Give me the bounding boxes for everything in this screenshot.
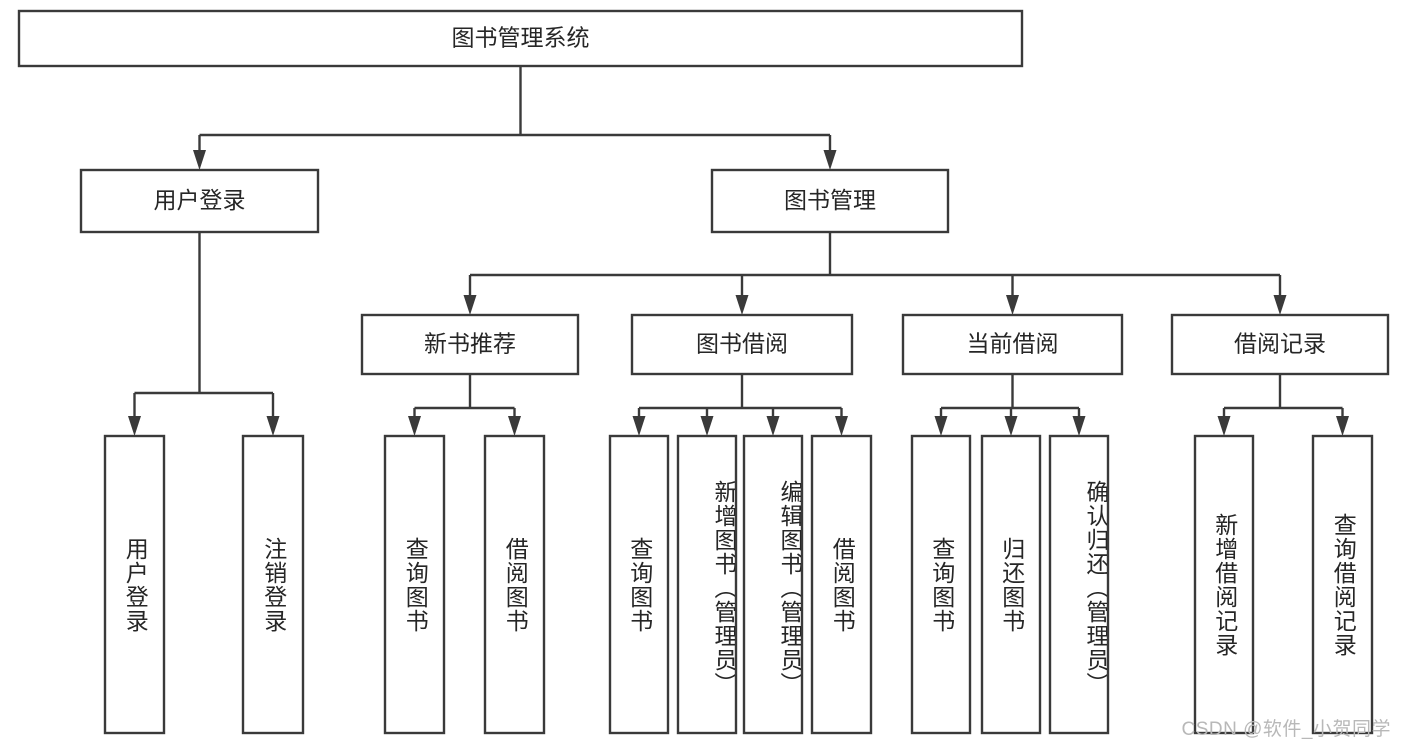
leaf-node-7-label: 借阅图书 xyxy=(829,536,856,633)
leaf-node-6[interactable]: 编辑图书（管理员） xyxy=(742,434,804,735)
leaf-node-8-rect xyxy=(910,434,972,735)
root-node-图书管理系统-rect xyxy=(17,9,1024,68)
level2-node-1-label: 图书借阅 xyxy=(696,331,788,357)
level1-node-0[interactable]: 用户登录 xyxy=(79,168,320,234)
level2-node-0-rect xyxy=(360,313,580,376)
leaf-node-7[interactable]: 借阅图书 xyxy=(810,434,873,735)
leaf-node-4-rect xyxy=(608,434,670,735)
leaf-node-9-label: 归还图书 xyxy=(998,536,1025,633)
level2-node-0-label: 新书推荐 xyxy=(424,331,516,357)
level2-node-2[interactable]: 当前借阅 xyxy=(901,313,1124,376)
edge-l2-1-arrow-2 xyxy=(766,416,780,436)
leaf-node-9-rect xyxy=(980,434,1042,735)
edge-l2-3-arrow-0 xyxy=(1217,416,1231,436)
leaf-node-6-rect xyxy=(742,434,804,735)
edge-l2-1-arrow-0 xyxy=(632,416,646,436)
edge-l2-2-arrow-2 xyxy=(1072,416,1086,436)
edge-l2-0-arrow-1 xyxy=(508,416,521,436)
leaf-node-12-label: 查询借阅记录 xyxy=(1330,512,1357,657)
edge-books-mgmt-arrow-0 xyxy=(463,295,477,315)
level2-node-0[interactable]: 新书推荐 xyxy=(360,313,580,376)
level1-node-0-rect xyxy=(79,168,320,234)
edge-books-mgmt-arrow-2 xyxy=(1006,295,1019,315)
leaf-node-10-label: 确认归还（管理员） xyxy=(1083,479,1107,696)
leaf-node-1-rect xyxy=(241,434,305,735)
node-layer: 图书管理系统用户登录图书管理新书推荐图书借阅当前借阅借阅记录用户登录注销登录查询… xyxy=(17,9,1390,735)
edge-user-login-arrow-0 xyxy=(128,416,141,436)
edge-l2-0-arrow-0 xyxy=(408,416,421,436)
leaf-node-0[interactable]: 用户登录 xyxy=(103,434,166,735)
leaf-node-8-label: 查询图书 xyxy=(928,536,955,633)
leaf-node-6-label: 编辑图书（管理员） xyxy=(777,479,801,696)
leaf-node-5[interactable]: 新增图书（管理员） xyxy=(676,434,738,735)
level2-node-1[interactable]: 图书借阅 xyxy=(630,313,854,376)
edge-l2-1-arrow-1 xyxy=(700,416,714,436)
leaf-node-11-label: 新增借阅记录 xyxy=(1211,512,1238,657)
level1-node-1-label: 图书管理 xyxy=(784,187,876,213)
leaf-node-12-rect xyxy=(1311,434,1374,735)
leaf-node-4[interactable]: 查询图书 xyxy=(608,434,670,735)
edge-books-mgmt-arrow-1 xyxy=(735,295,749,315)
level2-node-2-rect xyxy=(901,313,1124,376)
leaf-node-9[interactable]: 归还图书 xyxy=(980,434,1042,735)
edge-l2-2-arrow-0 xyxy=(934,416,948,436)
leaf-node-10-rect xyxy=(1048,434,1110,735)
leaf-node-0-rect xyxy=(103,434,166,735)
level2-node-3-label: 借阅记录 xyxy=(1234,331,1326,357)
level2-node-2-label: 当前借阅 xyxy=(967,331,1059,357)
edge-root-arrow-0 xyxy=(193,150,206,170)
edge-root-arrow-1 xyxy=(823,150,837,170)
leaf-node-0-label: 用户登录 xyxy=(122,536,149,633)
leaf-node-5-rect xyxy=(676,434,738,735)
edge-layer xyxy=(128,66,1349,436)
level1-node-1[interactable]: 图书管理 xyxy=(710,168,950,234)
leaf-node-8[interactable]: 查询图书 xyxy=(910,434,972,735)
root-node-图书管理系统-label: 图书管理系统 xyxy=(452,25,590,51)
leaf-node-10[interactable]: 确认归还（管理员） xyxy=(1048,434,1110,735)
leaf-node-3[interactable]: 借阅图书 xyxy=(483,434,546,735)
edge-user-login-arrow-1 xyxy=(266,416,280,436)
leaf-node-11-rect xyxy=(1193,434,1255,735)
leaf-node-1-label: 注销登录 xyxy=(260,536,287,633)
leaf-node-5-label: 新增图书（管理员） xyxy=(711,479,735,696)
edge-l2-3-arrow-1 xyxy=(1336,416,1349,436)
level1-node-0-label: 用户登录 xyxy=(154,187,246,213)
leaf-node-3-rect xyxy=(483,434,546,735)
leaf-node-11[interactable]: 新增借阅记录 xyxy=(1193,434,1255,735)
leaf-node-1[interactable]: 注销登录 xyxy=(241,434,305,735)
leaf-node-4-label: 查询图书 xyxy=(626,536,653,633)
edge-l2-2-arrow-1 xyxy=(1004,416,1018,436)
level1-node-1-rect xyxy=(710,168,950,234)
level2-node-3-rect xyxy=(1170,313,1390,376)
leaf-node-2-label: 查询图书 xyxy=(402,536,429,633)
leaf-node-2[interactable]: 查询图书 xyxy=(383,434,446,735)
level2-node-1-rect xyxy=(630,313,854,376)
root-node-图书管理系统[interactable]: 图书管理系统 xyxy=(17,9,1024,68)
leaf-node-2-rect xyxy=(383,434,446,735)
leaf-node-7-rect xyxy=(810,434,873,735)
leaf-node-12[interactable]: 查询借阅记录 xyxy=(1311,434,1374,735)
level2-node-3[interactable]: 借阅记录 xyxy=(1170,313,1390,376)
edge-l2-1-arrow-3 xyxy=(835,416,848,436)
edge-books-mgmt-arrow-3 xyxy=(1273,295,1287,315)
leaf-node-3-label: 借阅图书 xyxy=(502,536,529,633)
